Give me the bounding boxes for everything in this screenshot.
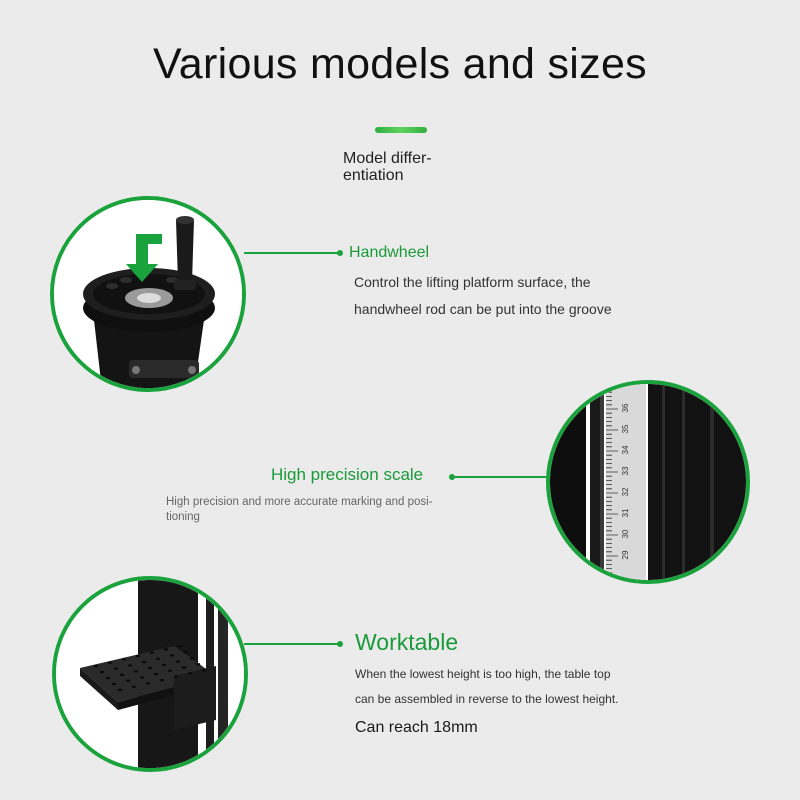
table-hole xyxy=(127,664,133,667)
scale-connector-dot xyxy=(449,474,455,480)
scale-number: 33 xyxy=(621,466,630,475)
subtitle-line-1: Model differ- xyxy=(343,150,432,167)
table-hole xyxy=(99,670,105,674)
scale-title: High precision scale xyxy=(271,465,424,484)
table-hole xyxy=(113,667,119,670)
subtitle: Model differ- entiation xyxy=(343,150,432,184)
handwheel-icon xyxy=(54,200,242,388)
table-hole xyxy=(183,651,189,654)
scale-number: 30 xyxy=(621,529,630,538)
table-hole xyxy=(139,676,145,679)
table-hole xyxy=(161,663,167,666)
handwheel-connector-dot xyxy=(337,250,343,256)
scale-desc-line-2: tioning xyxy=(166,511,200,523)
table-hole xyxy=(111,682,117,686)
table-hole xyxy=(155,657,161,660)
table-hole xyxy=(159,678,165,682)
table-hole xyxy=(93,664,99,668)
table-hole xyxy=(121,658,127,661)
table-hole xyxy=(133,670,139,673)
scale-number: 31 xyxy=(621,508,630,517)
title-underline xyxy=(375,127,427,133)
table-hole xyxy=(189,657,195,660)
table-hole xyxy=(153,672,159,676)
table-hole xyxy=(145,682,151,685)
worktable-desc-line-1: When the lowest height is too high, the … xyxy=(355,667,611,681)
table-hole xyxy=(169,654,175,657)
worktable-desc-line-3: Can reach 18mm xyxy=(355,719,478,736)
worktable-connector xyxy=(244,643,340,645)
worktable-desc-line-2: can be assembled in reverse to the lowes… xyxy=(355,692,619,706)
handwheel-title: Handwheel xyxy=(349,244,430,261)
handwheel-connector xyxy=(244,252,340,254)
table-hole xyxy=(173,675,179,678)
table-hole xyxy=(177,645,183,648)
table-hole xyxy=(175,660,181,663)
table-hole xyxy=(195,663,201,666)
worktable-title: Worktable xyxy=(355,629,459,655)
table-hole xyxy=(117,688,123,692)
table-hole xyxy=(201,669,207,672)
table-hole xyxy=(167,669,173,672)
scale-desc-line-1: High precision and more accurate marking… xyxy=(166,496,433,508)
scale-number: 32 xyxy=(621,487,630,496)
table-hole xyxy=(125,679,131,682)
ruler-scale-icon: 36 35 34 33 32 31 30 29 xyxy=(550,384,746,580)
scale-image: 36 35 34 33 32 31 30 29 xyxy=(546,380,750,584)
worktable-icon xyxy=(56,580,244,768)
subtitle-line-2: entiation xyxy=(343,167,404,184)
table-hole xyxy=(163,648,169,651)
worktable-connector-dot xyxy=(337,641,343,647)
handwheel-image xyxy=(50,196,246,392)
scale-number: 34 xyxy=(621,445,630,454)
table-hole xyxy=(135,654,141,658)
scale-number: 29 xyxy=(621,550,630,559)
table-hole xyxy=(181,666,187,669)
handwheel-desc-line-1: Control the lifting platform surface, th… xyxy=(354,274,591,290)
table-hole xyxy=(119,673,125,676)
worktable-image xyxy=(52,576,248,772)
page-title: Various models and sizes xyxy=(153,40,647,88)
scale-number: 35 xyxy=(621,424,630,433)
table-hole xyxy=(187,672,193,675)
table-hole xyxy=(149,651,155,654)
table-hole xyxy=(147,666,153,670)
table-hole xyxy=(141,660,147,664)
scale-connector xyxy=(455,476,549,478)
scale-number: 36 xyxy=(621,403,630,412)
table-hole xyxy=(107,661,113,664)
table-hole xyxy=(105,676,111,680)
handwheel-desc-line-2: handwheel rod can be put into the groove xyxy=(354,301,612,317)
table-hole xyxy=(131,685,137,688)
